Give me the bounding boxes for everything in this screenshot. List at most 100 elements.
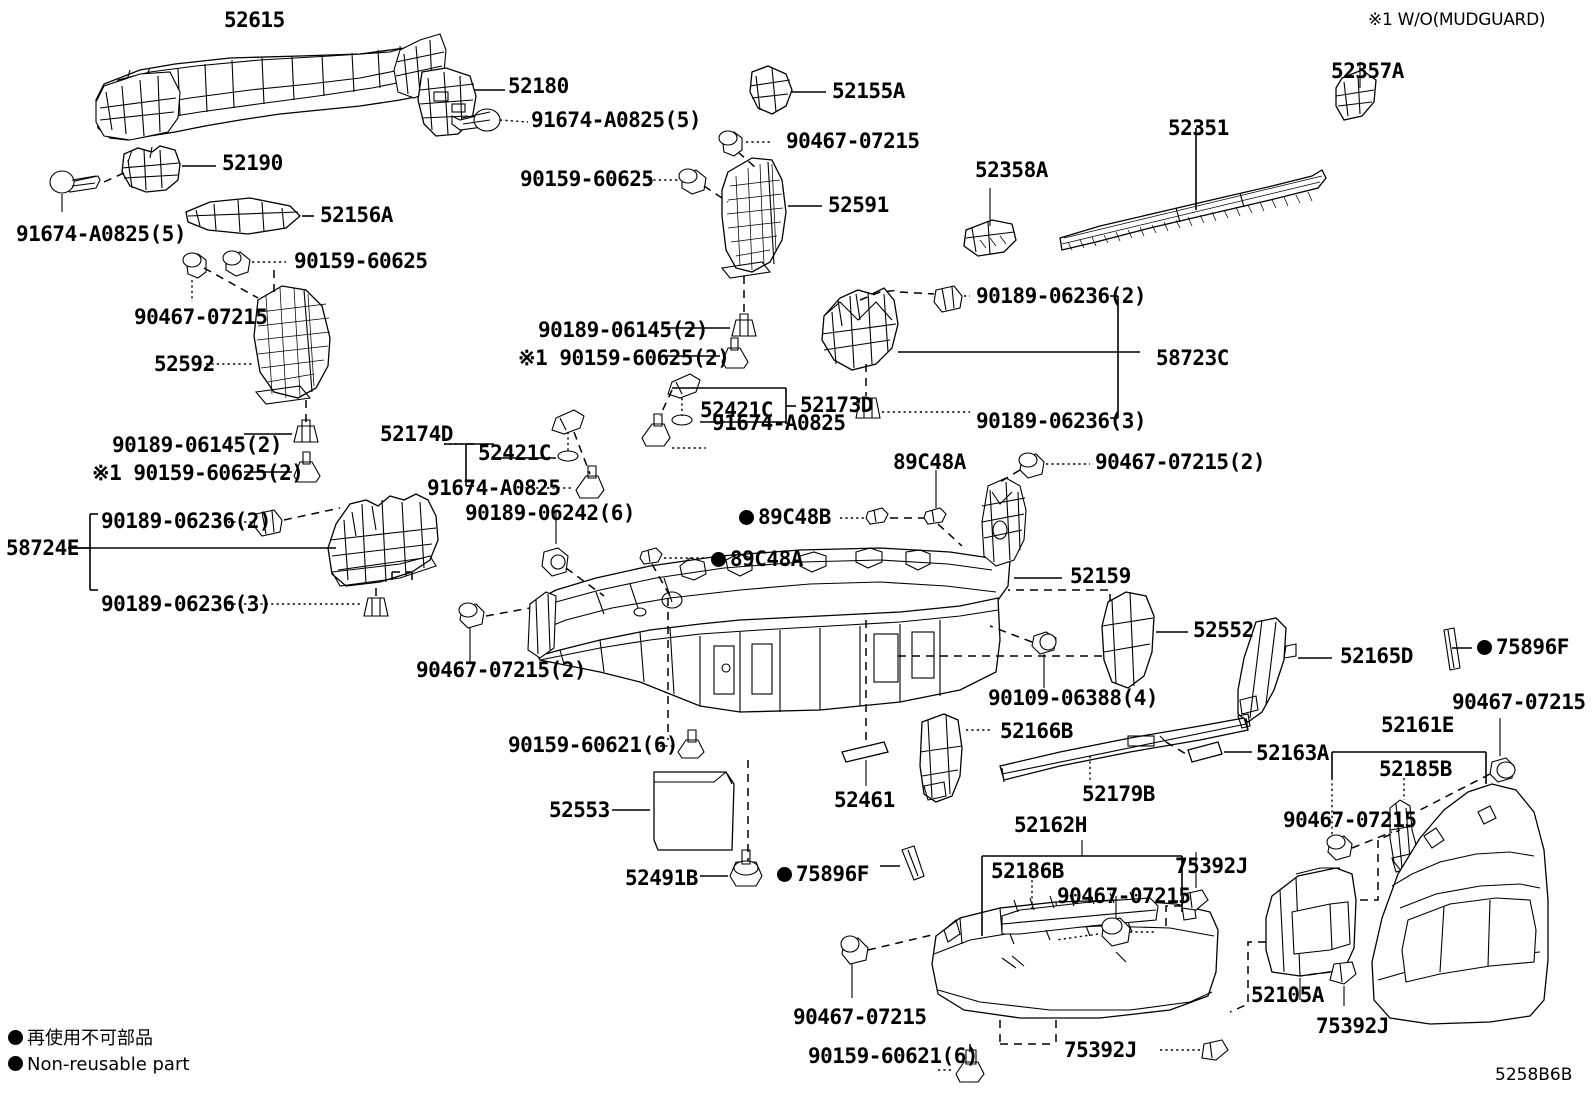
label-90189-06236-3-a: 90189-06236(3) (101, 592, 272, 616)
label-90189-06145-2-b: 90189-06145(2) (538, 318, 709, 342)
label-52186B: 52186B (991, 859, 1064, 883)
label-75392J-a: 75392J (1175, 854, 1248, 878)
legend-english: Non-reusable part (8, 1054, 189, 1075)
label-52105A: 52105A (1251, 983, 1324, 1007)
bullet-icon (8, 1030, 23, 1045)
fastener-90189-06236-c (933, 285, 963, 313)
part-52166B-piece (919, 713, 963, 803)
label-90467-07215-2-a: 90467-07215(2) (1095, 450, 1266, 474)
label-90159-60625-2-b: ※1 90159-60625(2) (518, 346, 730, 370)
label-90467-07215-c: 90467-07215 (1452, 690, 1586, 714)
legend-japanese-text: 再使用不可部品 (27, 1028, 153, 1049)
label-52351: 52351 (1168, 116, 1229, 140)
label-90189-06236-2-a: 90189-06236(2) (101, 509, 272, 533)
label-52165D: 52165D (1340, 644, 1413, 668)
fastener-90109-06388-a (1031, 631, 1057, 655)
label-90159-60625-b: 90159-60625 (294, 249, 428, 273)
fastener-90467-07215-f (1489, 757, 1516, 783)
fastener-90467-07215-c (458, 602, 485, 629)
label-52461: 52461 (834, 788, 895, 812)
label-90189-06236-2-b: 90189-06236(2) (976, 284, 1147, 308)
legend-japanese: 再使用不可部品 (8, 1024, 153, 1050)
label-52161E: 52161E (1381, 713, 1454, 737)
fastener-90189-06145-b (293, 419, 319, 443)
label-90159-60621-6-a: 90159-60621(6) (508, 733, 679, 757)
label-75896F-a: 75896F (1496, 635, 1569, 659)
label-91674-A0825-b: 91674-A0825 (712, 411, 846, 435)
fastener-90189-06236-b (363, 597, 389, 617)
label-90467-07215-b: 90467-07215 (134, 305, 268, 329)
label-90159-60625-2-a: ※1 90159-60625(2) (92, 461, 304, 485)
fastener-91674-a -1 (451, 108, 501, 132)
label-90467-07215-2-b: 90467-07215(2) (416, 658, 587, 682)
label-90467-07215-d: 90467-07215 (1283, 808, 1417, 832)
part-58724E-bracket (327, 493, 439, 587)
fastener-90467-07215-h (840, 935, 869, 965)
label-90159-60621-6-b: 90159-60621(6) (808, 1044, 979, 1068)
label-58723C: 58723C (1156, 346, 1229, 370)
part-52105A-cover (1265, 867, 1357, 977)
label-91674-A0825-5-a: 91674-A0825(5) (531, 108, 702, 132)
part-52162H-lower (931, 899, 1219, 1019)
label-52159: 52159 (1070, 564, 1131, 588)
label-52155A: 52155A (832, 79, 905, 103)
fastener-90159-60621-a (677, 729, 705, 759)
label-52491B: 52491B (625, 866, 698, 890)
label-90467-07215-e: 90467-07215 (1057, 884, 1191, 908)
part-75896F-b (901, 845, 925, 881)
fastener-89C48A-a (639, 547, 663, 565)
label-52358A: 52358A (975, 158, 1048, 182)
note-mudguard: ※1 W/O(MUDGUARD) (1368, 10, 1546, 30)
part-52358A-piece (963, 219, 1017, 257)
label-75896F-b: 75896F (796, 862, 869, 886)
label-52180: 52180 (508, 74, 569, 98)
part-52156A-strip (185, 197, 301, 235)
fastener-90467-07215-a (718, 130, 743, 157)
fastener-90159-60625-a (678, 168, 707, 195)
label-52421C-a: 52421C (700, 398, 773, 422)
label-89C48A-b: 89C48A (730, 547, 803, 571)
diagram-id: 5258B6B (1495, 1065, 1573, 1085)
label-52166B: 52166B (1000, 719, 1073, 743)
label-52174D: 52174D (380, 422, 453, 446)
legend-english-text: Non-reusable part (27, 1054, 190, 1075)
label-52190: 52190 (222, 151, 283, 175)
part-52421C-b (667, 373, 701, 399)
label-52163A: 52163A (1256, 741, 1329, 765)
label-90189-06145-2-a: 90189-06145(2) (112, 433, 283, 457)
fastener-90467-07215-e (1326, 834, 1353, 861)
fastener-75392J-c (1201, 1039, 1229, 1061)
label-90467-07215-a: 90467-07215 (786, 129, 920, 153)
part-52421C-a (551, 409, 585, 435)
fastener-91674-A0825-c (575, 465, 605, 499)
label-52591: 52591 (828, 193, 889, 217)
label-58724E: 58724E (6, 536, 79, 560)
part-52180-bracket (417, 67, 477, 137)
label-52179B: 52179B (1082, 782, 1155, 806)
label-52421C-b: 52421C (478, 441, 551, 465)
fastener-91674-b (49, 170, 101, 194)
bullet-75896F-b-icon (777, 864, 796, 885)
fastener-75392J-b (1329, 961, 1357, 985)
fastener-91674-A0825-d (641, 413, 671, 447)
label-52553: 52553 (549, 798, 610, 822)
label-75392J-c: 75392J (1316, 1014, 1389, 1038)
fastener-90467-07215-g (1101, 917, 1131, 947)
fastener-52491B (729, 849, 763, 887)
part-52351-flap (1059, 169, 1327, 251)
fastener-90467-07215-b (182, 252, 207, 279)
part-52163A-piece (1187, 741, 1223, 763)
part-52552-corner (1101, 591, 1155, 689)
label-52552: 52552 (1193, 618, 1254, 642)
label-90189-06236-3-b: 90189-06236(3) (976, 409, 1147, 433)
label-52592: 52592 (154, 352, 215, 376)
label-75392J-b: 75392J (1064, 1038, 1137, 1062)
fastener-89C48B-a (865, 507, 889, 525)
part-52591-mudguard (720, 157, 787, 279)
label-52185B: 52185B (1379, 757, 1452, 781)
label-90159-60625-a: 90159-60625 (520, 167, 654, 191)
label-90189-06242-6: 90189-06242(6) (465, 501, 636, 525)
part-52553-panel (653, 771, 735, 851)
label-52615: 52615 (224, 8, 285, 32)
